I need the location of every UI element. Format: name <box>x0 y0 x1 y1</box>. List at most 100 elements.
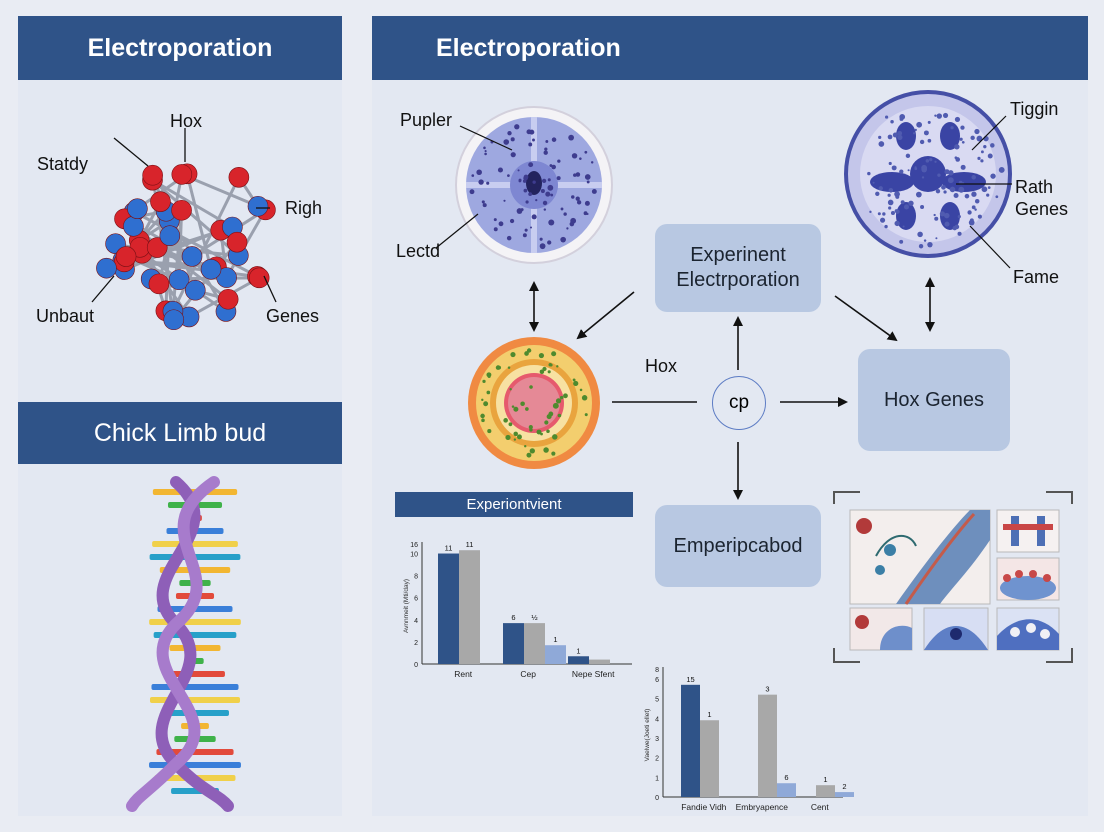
granule <box>907 169 910 172</box>
dna-base-pair <box>149 697 241 703</box>
granule <box>955 157 961 162</box>
granule <box>511 405 515 408</box>
granule <box>899 239 904 244</box>
granule <box>934 216 939 221</box>
y-tick-label: 4 <box>414 618 418 625</box>
bar-data-label: 1 <box>553 635 557 644</box>
granule <box>570 217 577 224</box>
granule <box>571 153 578 159</box>
bar-data-label: 11 <box>466 540 474 549</box>
granule <box>949 186 956 193</box>
granule <box>539 369 545 374</box>
molecule-atom <box>150 191 171 212</box>
granule <box>543 208 547 211</box>
granule <box>925 159 930 163</box>
granule <box>478 179 484 185</box>
granule <box>490 140 494 144</box>
molecule-atom <box>142 164 163 186</box>
granule <box>520 208 524 212</box>
granule <box>944 212 950 219</box>
granule <box>927 242 933 248</box>
molecule-atom <box>248 267 270 289</box>
granule <box>548 219 555 226</box>
granule <box>878 135 882 139</box>
granule <box>971 205 976 210</box>
molecule-atom <box>171 164 193 185</box>
molecule-atom <box>184 279 206 301</box>
granule <box>538 352 545 359</box>
main-title-text: Electroporation <box>436 33 621 62</box>
granule <box>525 200 529 204</box>
granule <box>961 140 965 144</box>
emperipcabod-box-text: Emperipcabod <box>673 534 803 557</box>
granule <box>957 231 962 236</box>
bar-data-label: 1 <box>576 646 580 655</box>
molecule-atom <box>127 198 148 219</box>
y-tick-label: 5 <box>655 697 659 704</box>
granule <box>497 167 504 173</box>
granule <box>517 434 522 440</box>
microscopy-tile-e <box>996 607 1060 651</box>
granule <box>505 434 511 441</box>
granule <box>923 130 929 136</box>
granule <box>551 137 557 142</box>
granule <box>571 195 575 199</box>
y-tick-label: 0 <box>414 662 418 669</box>
bar <box>589 659 610 664</box>
granule <box>557 413 562 418</box>
granule <box>487 429 492 434</box>
granule <box>547 240 552 245</box>
granule <box>919 139 925 145</box>
y-tick-label: 2 <box>655 756 659 763</box>
granule <box>921 164 928 171</box>
granule <box>878 141 885 147</box>
molecule-atom <box>123 215 144 237</box>
granule <box>575 196 580 201</box>
granule <box>987 186 991 189</box>
granule <box>507 366 511 369</box>
granule <box>584 150 588 154</box>
granule <box>551 164 556 170</box>
granule <box>486 390 491 395</box>
granule <box>960 164 966 170</box>
category-label: Rent <box>454 669 473 679</box>
microscopy-tile-a <box>996 509 1060 553</box>
cell-cleavage-image <box>455 106 613 264</box>
y-tick-label: 3 <box>655 736 659 743</box>
granule <box>544 420 549 425</box>
granule <box>943 190 947 194</box>
granule <box>950 126 954 130</box>
granule <box>921 176 925 179</box>
molecule-atom <box>148 273 170 295</box>
granule <box>544 147 548 151</box>
granule <box>486 181 490 185</box>
bar <box>568 656 589 664</box>
bar <box>438 553 459 664</box>
granule <box>899 169 904 174</box>
granule <box>471 174 475 177</box>
granule <box>872 181 875 184</box>
granule <box>575 172 581 177</box>
y-tick-label: 6 <box>414 596 418 603</box>
granule <box>526 348 532 353</box>
granule <box>572 378 576 382</box>
granule <box>513 406 519 412</box>
granule <box>546 414 552 420</box>
granule <box>528 425 533 430</box>
molecule-atom <box>217 288 239 310</box>
y-tick-label: 0 <box>655 795 659 802</box>
granule <box>545 140 549 143</box>
granule <box>503 199 506 202</box>
bar <box>459 550 480 664</box>
granule <box>912 132 916 135</box>
granule <box>969 218 974 223</box>
granule <box>964 193 970 199</box>
cell-cross-section-image <box>844 90 1012 258</box>
bar <box>545 645 566 664</box>
granule <box>937 173 941 177</box>
y-tick-label: 1 <box>655 775 659 782</box>
granule <box>890 210 895 215</box>
granule <box>487 374 491 379</box>
granule <box>897 134 903 140</box>
granule <box>920 204 925 209</box>
